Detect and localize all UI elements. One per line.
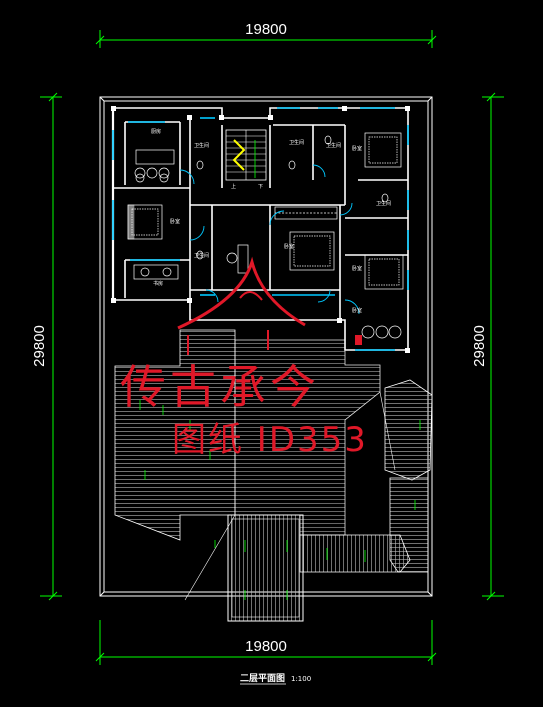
- staircase: [225, 129, 267, 181]
- drawing-title: 二层平面图: [240, 673, 285, 684]
- wardrobe: [274, 206, 338, 220]
- room-label-bedroom-2: 卧室: [352, 145, 362, 152]
- doors: [179, 164, 360, 315]
- dining-set: [134, 149, 175, 183]
- dimension-right-label: 29800: [471, 325, 488, 367]
- room-label-bath-1: 卫生间: [194, 142, 209, 149]
- windows: [112, 107, 409, 351]
- dimension-lines: [40, 30, 504, 665]
- drawing-scale: 1:100: [291, 675, 311, 683]
- tea-set: [361, 325, 402, 339]
- watermark-line-1: 传古承今: [120, 360, 320, 414]
- room-label-bedroom-1: 卧室: [170, 218, 180, 225]
- red-marker-block: [355, 335, 362, 345]
- room-label-study: 书房: [153, 280, 163, 287]
- roof-hatching: [114, 329, 433, 622]
- dimension-left-label: 29800: [31, 325, 48, 367]
- room-label-bedroom-5: 卧室: [352, 307, 362, 314]
- bed-center: [289, 231, 335, 271]
- room-label-bedroom-3: 卧室: [284, 243, 294, 250]
- stair-down-label: 下: [258, 184, 263, 190]
- watermark-line-2: 图纸 ID353: [172, 420, 368, 460]
- watermark: 传古承今 图纸 ID353: [120, 256, 368, 460]
- bed-right-bottom: [364, 254, 404, 290]
- bed-left: [127, 204, 163, 240]
- room-label-kitchen: 厨房: [151, 128, 161, 135]
- dimension-top-label: 19800: [245, 21, 287, 38]
- wall-columns: [111, 106, 410, 353]
- toilets: [196, 135, 389, 260]
- room-label-bath-3: 卫生间: [326, 142, 341, 149]
- sofa-left: [133, 264, 179, 280]
- room-label-bath-5: 卫生间: [194, 252, 209, 259]
- room-label-bedroom-4: 卧室: [352, 265, 362, 272]
- room-label-bath-4: 卫生间: [376, 200, 391, 207]
- building-walls: [111, 107, 409, 351]
- stair-up-label: 上: [231, 183, 236, 190]
- dimension-bottom-label: 19800: [245, 638, 287, 655]
- bed-right-top: [364, 132, 402, 168]
- furniture: [127, 132, 404, 339]
- room-label-bath-2: 卫生间: [289, 139, 304, 146]
